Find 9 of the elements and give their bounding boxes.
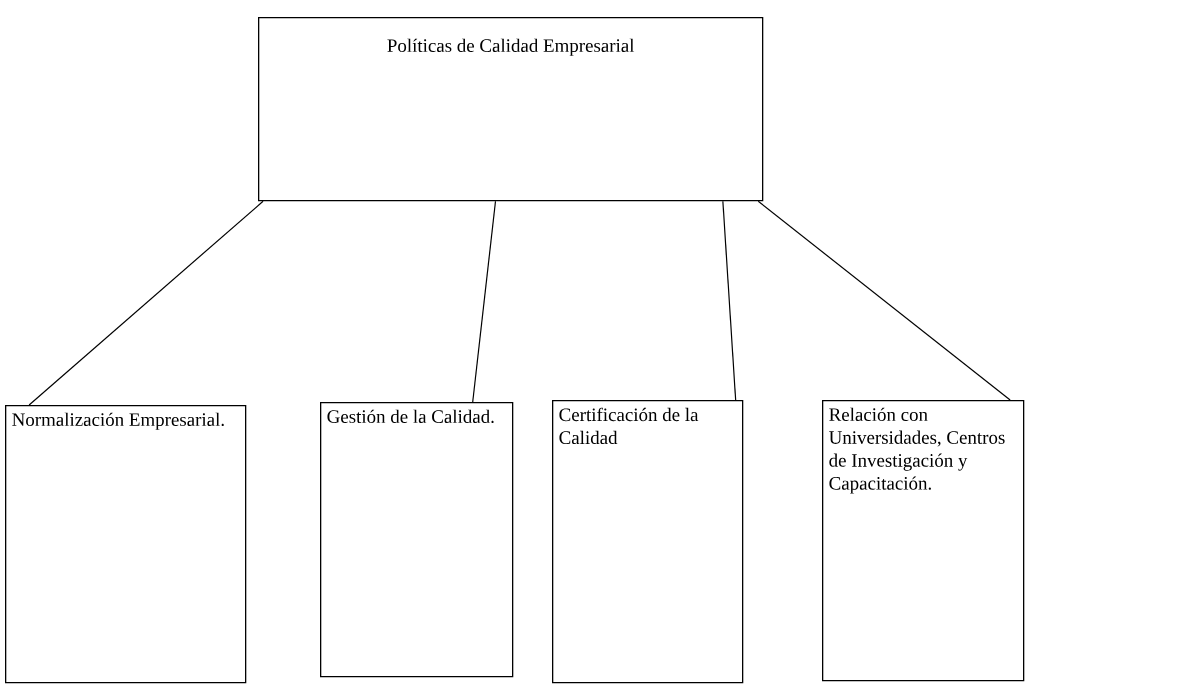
connector-line [757, 200, 1011, 401]
title-box: Políticas de Calidad Empresarial [258, 17, 764, 202]
topic-box: Gestión de la Calidad. [320, 402, 514, 678]
topic-box: Certificación de la Calidad [552, 400, 744, 684]
connector-line [472, 200, 497, 403]
connector-line [722, 200, 737, 401]
connector-line [28, 200, 264, 406]
topic-box: Normalización Empresarial. [5, 405, 247, 684]
topic-box: Relación con Universidades, Centros de Investigación y Capacitación. [822, 400, 1025, 682]
